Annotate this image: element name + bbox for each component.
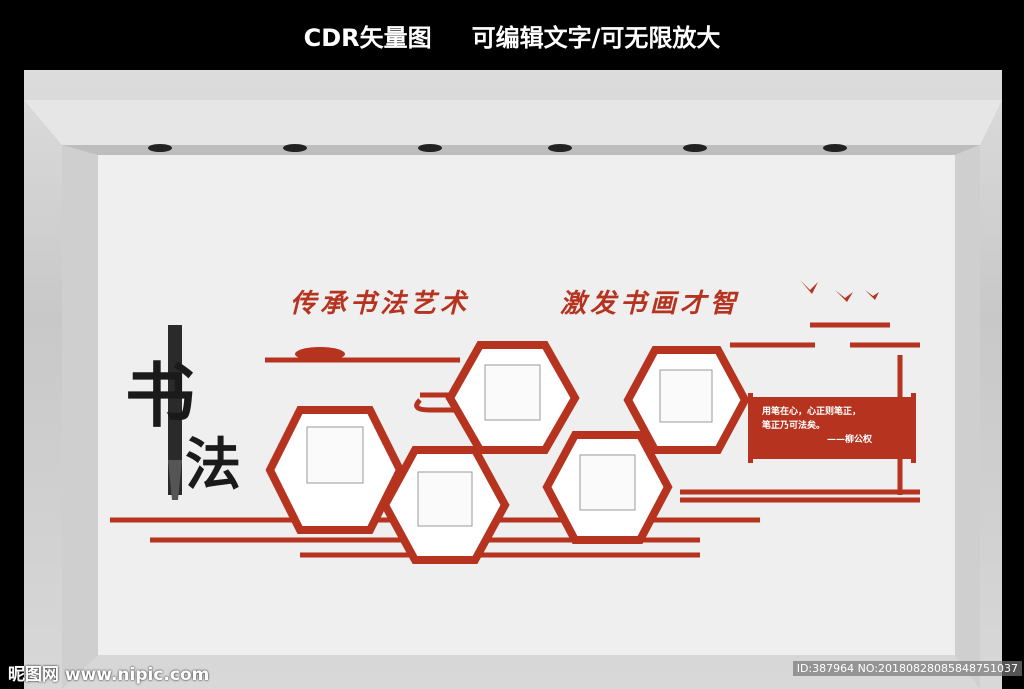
quote-line: 用笔在心，心正则笔正， — [762, 407, 862, 417]
calligraphy-grid — [659, 369, 713, 423]
brush-icon — [168, 325, 182, 500]
left-wall — [62, 145, 98, 689]
quote-scroll — [752, 397, 912, 459]
calligraphy-grids — [306, 364, 713, 527]
light — [418, 144, 442, 152]
watermark-id: ID:387964 NO:20180828085848751037 — [792, 661, 1022, 676]
light — [548, 144, 572, 152]
ceiling — [24, 100, 1002, 145]
calligraphy-grid — [484, 364, 541, 421]
quote-line: 笔正乃可法矣。 — [762, 421, 826, 431]
header-right: 可编辑文字/可无限放大 — [471, 23, 721, 52]
header-bar: CDR矢量图 可编辑文字/可无限放大 — [0, 0, 1024, 70]
scroll-rod-right — [911, 393, 916, 463]
header-left: CDR矢量图 — [303, 23, 432, 52]
slogan-1: 传承书法艺术 — [290, 289, 471, 319]
right-wall — [955, 145, 980, 689]
light — [683, 144, 707, 152]
scroll-rod-left — [748, 393, 753, 463]
calligraphy-grid — [306, 426, 364, 484]
calligraphy-grid — [417, 471, 473, 527]
calligraphy-grid — [579, 454, 636, 511]
ceiling-lights — [148, 144, 847, 152]
title-char-1: 书 — [125, 354, 195, 437]
light — [283, 144, 307, 152]
slogan-2: 激发书画才智 — [560, 289, 741, 319]
cloud-ornament — [295, 347, 345, 361]
light — [823, 144, 847, 152]
title-char-2: 法 — [185, 432, 241, 498]
quote-author: ——柳公权 — [826, 435, 872, 445]
watermark-site: 昵图网 www.nipic.com — [8, 665, 210, 685]
light — [148, 144, 172, 152]
quote-text: 用笔在心，心正则笔正， 笔正乃可法矣。 ——柳公权 — [762, 405, 902, 447]
